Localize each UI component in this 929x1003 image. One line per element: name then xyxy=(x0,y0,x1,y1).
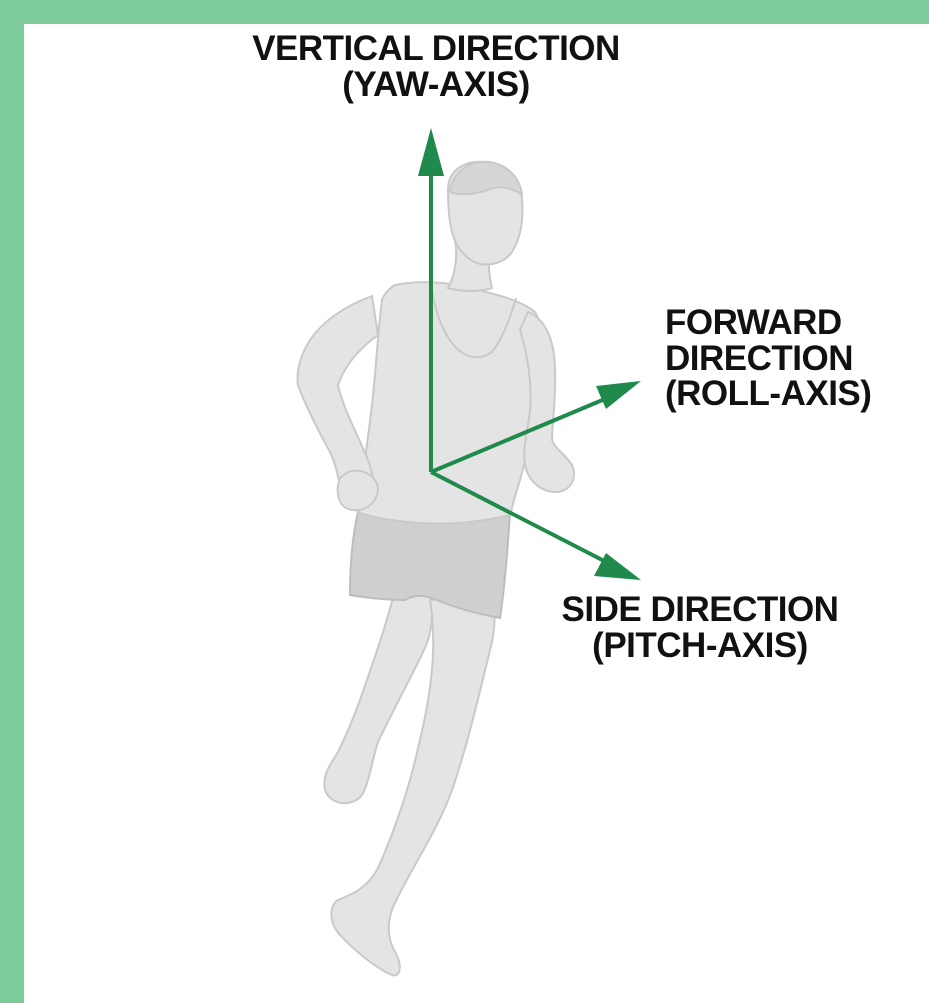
runner-figure xyxy=(298,162,575,976)
roll-axis-label-line1: FORWARD xyxy=(665,305,871,341)
runner-torso xyxy=(358,282,544,523)
roll-axis-label: FORWARD DIRECTION (ROLL-AXIS) xyxy=(665,305,871,412)
pitch-axis-label: SIDE DIRECTION (PITCH-AXIS) xyxy=(525,592,875,663)
yaw-axis-label: VERTICAL DIRECTION (YAW-AXIS) xyxy=(206,31,666,102)
roll-axis-label-line2: DIRECTION xyxy=(665,341,871,377)
yaw-axis-label-line1: VERTICAL DIRECTION xyxy=(206,31,666,67)
pitch-axis-label-line1: SIDE DIRECTION xyxy=(525,592,875,628)
yaw-axis-label-line2: (YAW-AXIS) xyxy=(206,67,666,103)
pitch-axis-label-line2: (PITCH-AXIS) xyxy=(525,628,875,664)
runner-back-hand xyxy=(338,471,378,510)
pitch-axis-arrowhead-icon xyxy=(594,553,641,580)
yaw-axis-arrowhead-icon xyxy=(418,128,444,176)
roll-axis-label-line3: (ROLL-AXIS) xyxy=(665,376,871,412)
roll-axis-arrowhead-icon xyxy=(596,381,641,409)
